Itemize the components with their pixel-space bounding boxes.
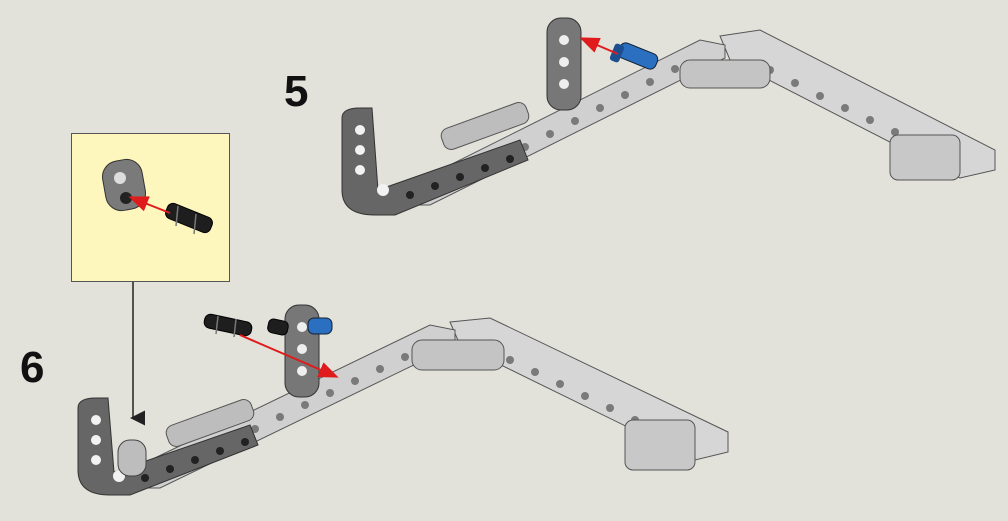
step-number-6: 6 xyxy=(20,343,45,392)
step6-black-pin-1 xyxy=(203,313,253,338)
black-pin-icon xyxy=(165,202,213,235)
step5-axle xyxy=(440,102,530,150)
step5-insert-arrow xyxy=(579,37,619,55)
step6-insert-arrow xyxy=(239,334,339,378)
step6-corner-connector xyxy=(411,339,505,371)
step6-assembly xyxy=(77,304,729,496)
blue-axle-pin-icon xyxy=(609,42,659,70)
liftarm-icon xyxy=(101,158,147,212)
sub-step-callout xyxy=(71,133,230,282)
step5-assembly xyxy=(341,17,996,216)
callout-insert-arrow xyxy=(128,196,171,214)
step5-end-connector xyxy=(889,134,961,181)
step6-axle xyxy=(165,399,255,447)
step6-blue-pin xyxy=(307,317,333,335)
step5-corner-connector xyxy=(679,59,771,89)
step6-end-connector xyxy=(624,419,696,471)
step6-black-pin-2 xyxy=(267,318,289,336)
callout-content xyxy=(101,158,213,235)
step6-added-liftarm xyxy=(117,439,147,477)
step-number-5: 5 xyxy=(284,67,309,116)
